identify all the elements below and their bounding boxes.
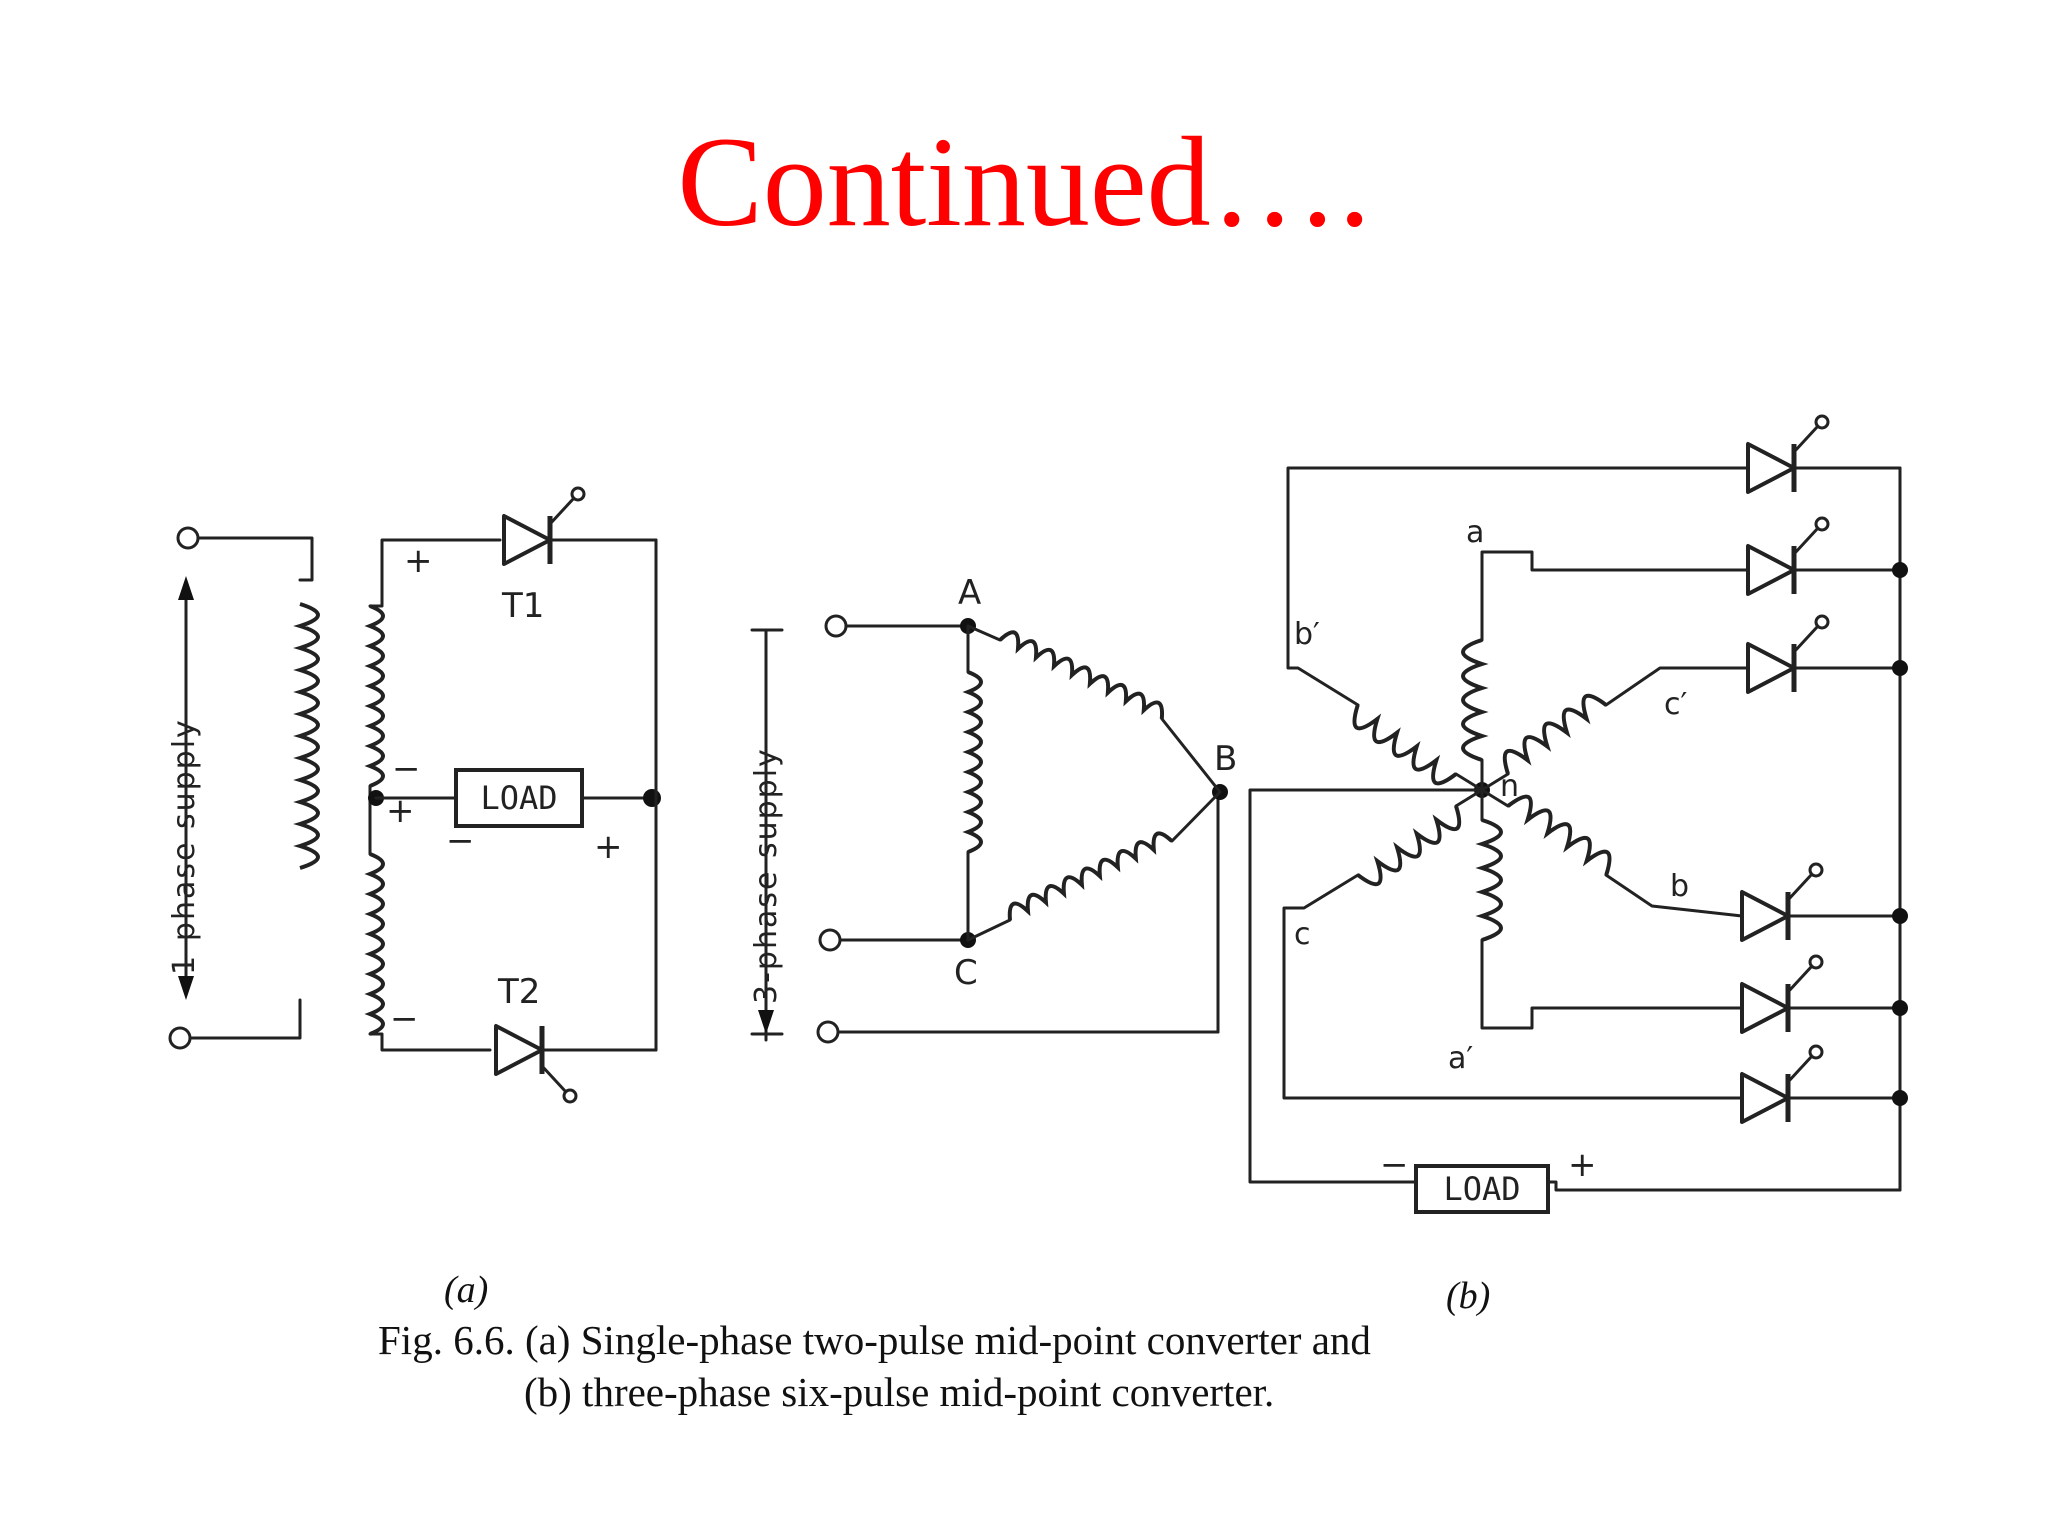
thyristor-t1 <box>504 488 584 564</box>
supply-terminal-3 <box>816 1020 840 1044</box>
winding-a-prime <box>1480 818 1503 942</box>
supply-terminal-bottom <box>168 1026 192 1050</box>
secondary-winding-upper <box>368 604 385 788</box>
winding-c <box>1355 804 1469 893</box>
primary-winding <box>298 602 320 870</box>
polarity-plus-lower: + <box>386 791 415 831</box>
winding-label-b: b <box>1670 869 1689 904</box>
winding-label-b-prime: b′ <box>1294 617 1320 652</box>
winding-a <box>1461 638 1484 762</box>
thyristor-4 <box>1742 864 1822 940</box>
delta-winding-bc <box>1004 829 1171 920</box>
load-a-label: LOAD <box>480 779 557 817</box>
delta-node-a: A <box>958 573 981 613</box>
supply-terminal-2 <box>818 928 842 952</box>
polarity-plus-load: + <box>594 827 623 867</box>
thyristor-3 <box>1748 616 1828 692</box>
load-b <box>1414 1164 1550 1214</box>
thyristor-1 <box>1748 416 1828 492</box>
polarity-minus-t2: − <box>390 999 419 1039</box>
winding-label-c: c <box>1294 917 1311 952</box>
winding-label-c-prime: c′ <box>1664 687 1687 722</box>
sublabel-b: (b) <box>1446 1275 1490 1317</box>
load-b-plus: + <box>1568 1145 1597 1185</box>
delta-winding-ab <box>1000 628 1167 719</box>
slide-title: Continued…. <box>677 111 1371 253</box>
secondary-winding-lower <box>368 852 385 1036</box>
circuit-a: 1-phase supply T1 T2 LOAD + − + − + − (a… <box>167 488 661 1311</box>
load-b-label: LOAD <box>1443 1170 1520 1208</box>
winding-c-prime <box>1495 687 1609 776</box>
winding-b <box>1506 788 1620 877</box>
thyristor-t2-label: T2 <box>497 972 540 1012</box>
supply-label-b: 3-phase supply <box>749 747 784 1004</box>
winding-label-a: a <box>1466 515 1484 550</box>
sublabel-a: (a) <box>444 1269 488 1311</box>
winding-label-a-prime: a′ <box>1448 1041 1473 1076</box>
supply-terminal-top <box>176 526 200 550</box>
supply-label-a: 1-phase supply <box>167 718 202 975</box>
thyristor-2 <box>1748 518 1828 594</box>
delta-node-b: B <box>1214 739 1237 779</box>
winding-b-prime <box>1344 703 1458 792</box>
load-b-minus: − <box>1380 1145 1409 1185</box>
figure-caption-line-1: Fig. 6.6. (a) Single-phase two-pulse mid… <box>378 1317 1371 1363</box>
polarity-plus-t1: + <box>404 541 433 581</box>
delta-node-c: C <box>954 953 978 993</box>
thyristor-6 <box>1742 1046 1822 1122</box>
figure-caption-line-2: (b) three-phase six-pulse mid-point conv… <box>524 1369 1274 1415</box>
load-a <box>454 768 584 828</box>
polarity-minus-load: − <box>446 821 475 861</box>
polarity-minus-upper: − <box>392 749 421 789</box>
thyristor-t2 <box>496 1026 576 1102</box>
circuit-b: 3-phase supply A B C n a a′ b′ <box>749 416 1908 1317</box>
thyristor-t1-label: T1 <box>501 586 544 626</box>
thyristor-5 <box>1742 956 1822 1032</box>
supply-terminal-1 <box>824 614 848 638</box>
delta-winding-ac <box>966 670 983 854</box>
